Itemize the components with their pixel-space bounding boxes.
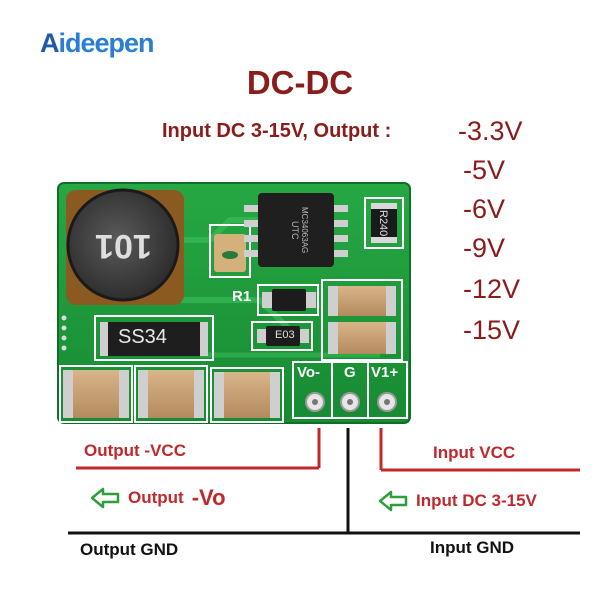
smd-part-e03 — [266, 326, 300, 346]
output-voltage-4: -9V — [463, 233, 506, 263]
input-spec: Input DC 3-15V, Output : — [162, 120, 392, 142]
output-voltage-1: -3.3V — [458, 116, 523, 146]
output-vo-prefix: Output — [128, 488, 184, 507]
diode-ss34 — [100, 322, 208, 356]
ic-chip — [258, 193, 334, 267]
output-voltage-2: -5V — [463, 155, 506, 185]
page-title: DC-DC — [246, 64, 354, 101]
output-voltage-5: -12V — [463, 274, 521, 304]
output-vo-value: -Vo — [191, 485, 226, 510]
pin-label-g: G — [344, 364, 356, 381]
ic-marking-line-1: UTC — [290, 220, 300, 240]
ic-markings: UTC — [283, 196, 307, 264]
capacitor-right-bottom — [328, 322, 396, 354]
ic-marking-line-2: MC34063AG — [300, 206, 309, 254]
resistor-r240 — [371, 203, 397, 243]
brand-logo: Aideepen — [40, 28, 155, 59]
inductor-marking: 101 — [95, 227, 152, 265]
left-arrow-icon — [378, 490, 408, 512]
output-voltage-6: -15V — [463, 315, 521, 345]
smd-part-top — [272, 289, 306, 311]
output-vo-row: Output -Vo — [90, 485, 226, 511]
left-arrow-icon — [90, 487, 120, 509]
input-gnd-label: Input GND — [430, 538, 515, 557]
resistor-marking: R240 — [377, 210, 389, 237]
output-gnd-label: Output GND — [80, 540, 179, 559]
capacitor-bottom-2 — [138, 370, 204, 418]
capacitor-right-top — [328, 286, 396, 316]
capacitor-bottom-3 — [214, 372, 280, 418]
r1-label: R1 — [232, 288, 252, 305]
brand-logo-rest: ideepen — [58, 28, 155, 58]
output-vcc-label: Output -VCC — [84, 441, 186, 460]
capacitor-bottom-1 — [63, 370, 129, 418]
input-dc-label: Input DC 3-15V — [416, 491, 537, 510]
diode-marking: SS34 — [118, 326, 167, 348]
pin-label-vo: Vo- — [297, 364, 321, 381]
pin-label-v1: V1+ — [371, 364, 399, 381]
input-dc-row: Input DC 3-15V — [378, 490, 537, 512]
output-voltage-3: -6V — [463, 194, 506, 224]
input-vcc-label: Input VCC — [433, 443, 516, 462]
small-part-marking: E03 — [275, 329, 295, 341]
brand-logo-first: A — [40, 28, 59, 58]
inductor-body — [68, 190, 178, 300]
ic-marking-2-wrap: MC34063AG — [300, 196, 309, 264]
